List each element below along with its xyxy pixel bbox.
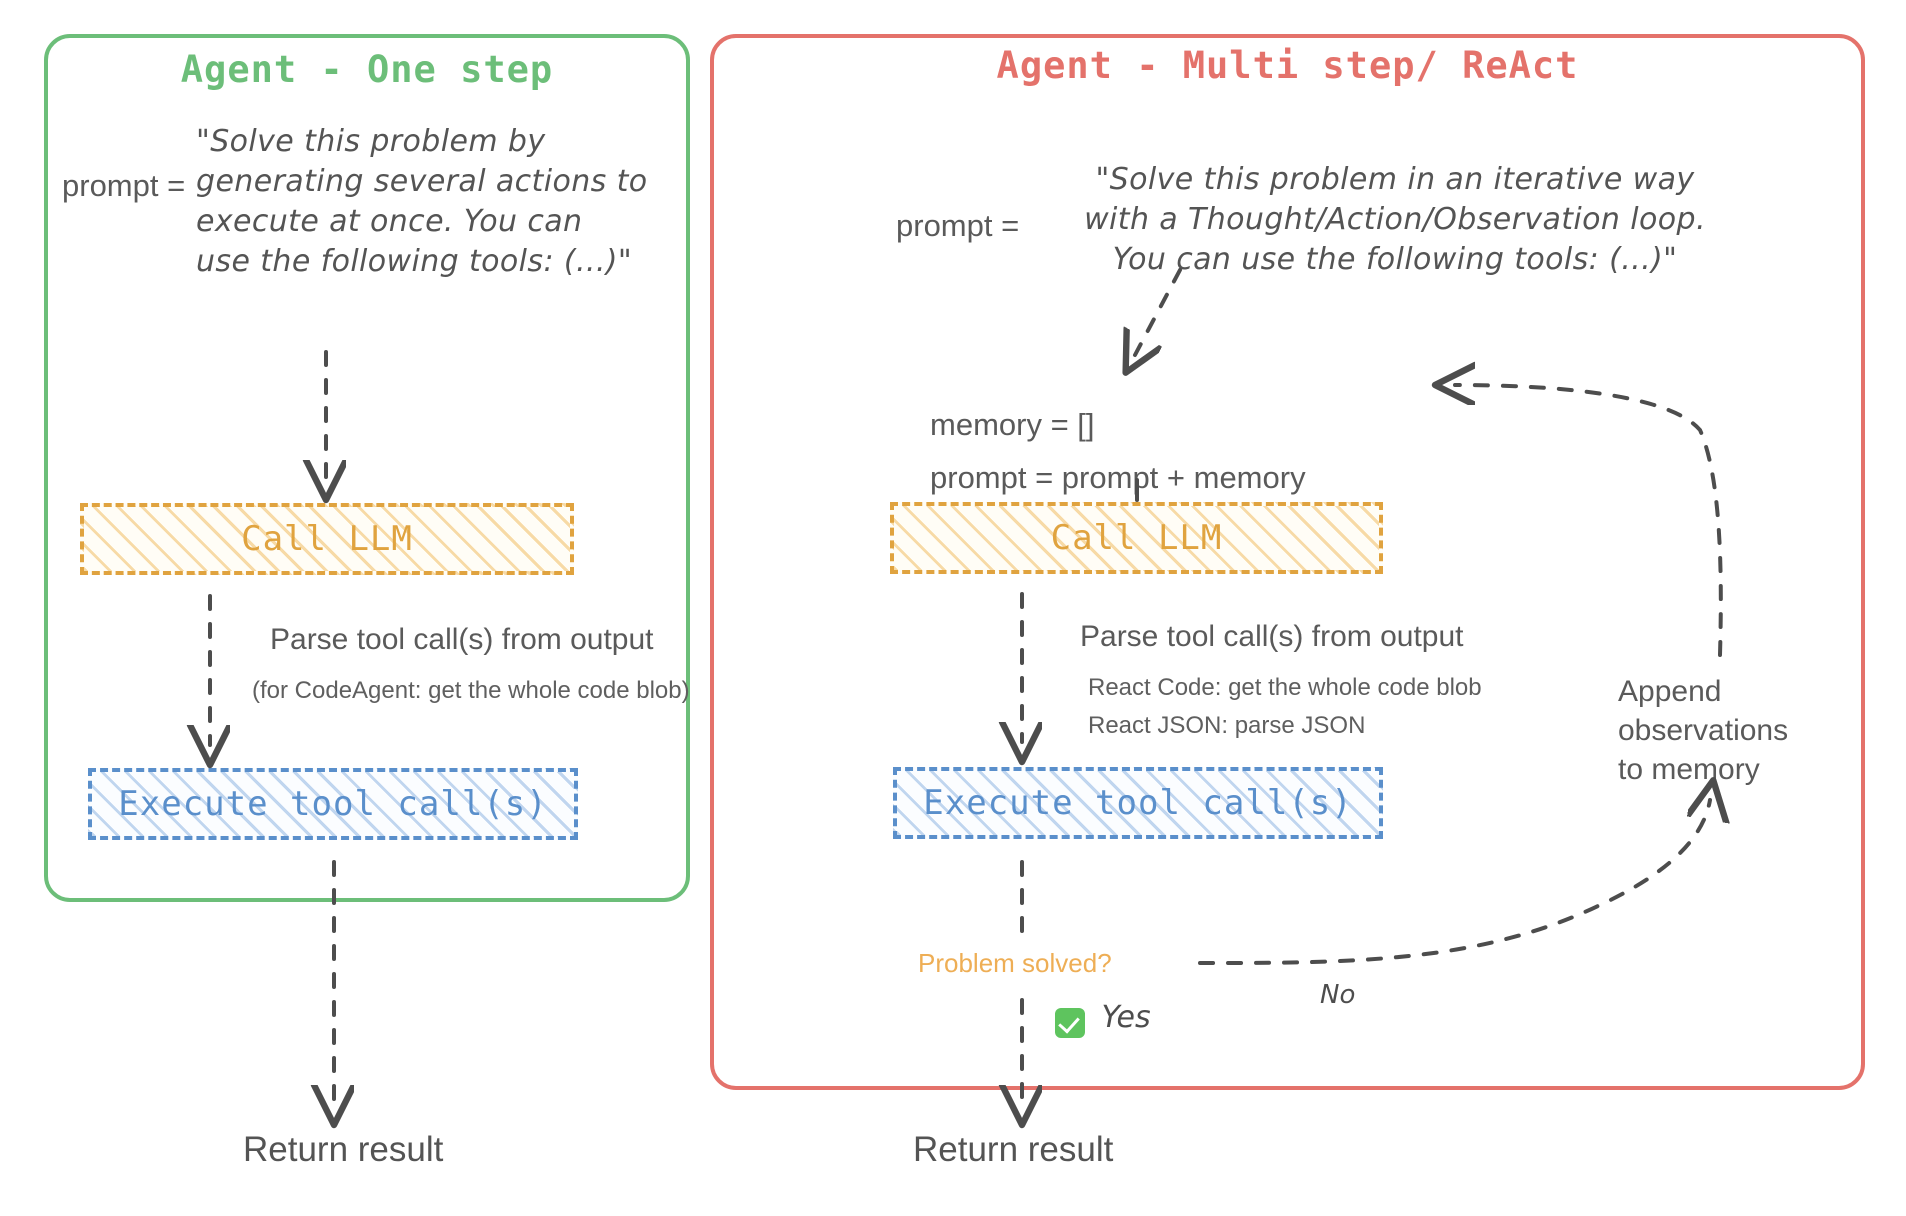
execute-tool-box-one-step[interactable]: Execute tool call(s): [88, 768, 578, 840]
prompt-line: use the following tools: (...)": [196, 244, 633, 279]
panel-one-step: [44, 34, 690, 902]
return-result-one-step: Return result: [243, 1130, 444, 1169]
execute-tool-label: Execute tool call(s): [923, 783, 1353, 823]
append-line: to memory: [1618, 753, 1760, 786]
prompt-line: generating several actions to: [196, 164, 648, 199]
panel-one-step-title: Agent - One step: [180, 48, 554, 91]
prompt-line: with a Thought/Action/Observation loop.: [1084, 202, 1706, 237]
prompt-line: You can use the following tools: (...)": [1112, 242, 1678, 277]
prompt-line: "Solve this problem by: [196, 124, 546, 159]
execute-tool-label: Execute tool call(s): [118, 784, 548, 824]
memory-init-line: memory = []: [930, 407, 1095, 442]
append-line: Append: [1618, 675, 1722, 708]
call-llm-box-multi-step[interactable]: Call LLM: [890, 502, 1383, 574]
check-mark-icon: [1055, 1007, 1085, 1038]
problem-solved-label: Problem solved?: [918, 948, 1112, 978]
prompt-line: "Solve this problem in an iterative way: [1095, 162, 1695, 197]
append-observations-label: Append observations to memory: [1618, 672, 1848, 789]
prompt-text-one-step: "Solve this problem by generating severa…: [196, 122, 696, 282]
execute-tool-box-multi-step[interactable]: Execute tool call(s): [893, 767, 1383, 839]
branch-yes-label: Yes: [1101, 1000, 1151, 1035]
parse-label-multi-step: Parse tool call(s) from output: [1080, 620, 1464, 653]
call-llm-label: Call LLM: [241, 519, 413, 559]
parse-sublabel-one-step: (for CodeAgent: get the whole code blob): [252, 677, 690, 704]
panel-multi-step: [710, 34, 1865, 1090]
prompt-label-one-step: prompt =: [62, 168, 186, 203]
parse-label-one-step: Parse tool call(s) from output: [270, 623, 654, 656]
parse-sublabel-react-code: React Code: get the whole code blob: [1088, 674, 1482, 701]
prompt-line: execute at once. You can: [196, 204, 583, 239]
return-result-multi-step: Return result: [913, 1130, 1114, 1169]
branch-no-label: No: [1320, 980, 1356, 1010]
prompt-plus-memory-line: prompt = prompt + memory: [930, 460, 1306, 495]
branch-yes-group: Yes: [1055, 1000, 1151, 1038]
call-llm-label: Call LLM: [1050, 518, 1223, 558]
call-llm-box-one-step[interactable]: Call LLM: [80, 503, 574, 575]
parse-sublabel-react-json: React JSON: parse JSON: [1088, 712, 1366, 739]
prompt-label-multi-step: prompt =: [896, 208, 1020, 243]
panel-multi-step-title: Agent - Multi step/ ReAct: [996, 44, 1579, 87]
append-line: observations: [1618, 714, 1789, 747]
prompt-text-multi-step: "Solve this problem in an iterative way …: [1055, 160, 1735, 280]
